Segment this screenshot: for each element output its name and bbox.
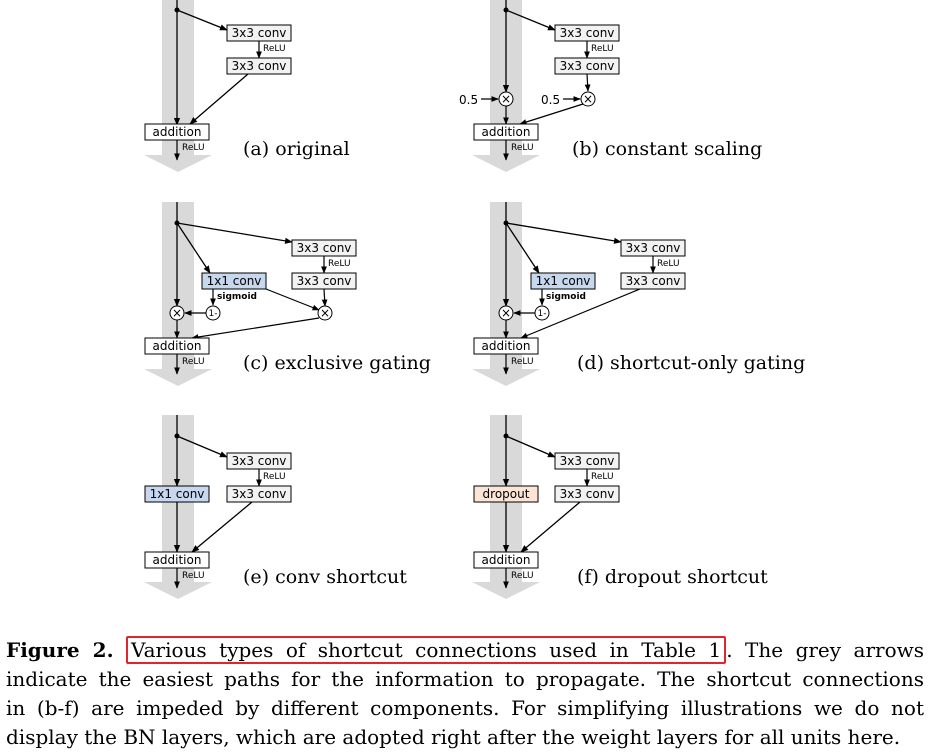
relu-label: ReLU <box>328 259 351 269</box>
conv3-label: 3x3 conv <box>626 274 681 288</box>
conv1-gate-box <box>530 272 596 290</box>
times-symbol: × <box>501 92 511 106</box>
figure-caption: Figure 2. Various types of shortcut conn… <box>6 636 924 752</box>
relu-label: ReLU <box>263 472 286 482</box>
relu-label: ReLU <box>591 44 614 54</box>
conv3-box-bottom <box>226 485 292 503</box>
addition-label: addition <box>482 553 531 567</box>
times-symbol: × <box>320 306 330 320</box>
relu-label: ReLU <box>591 472 614 482</box>
caption-line-2: indicate the easiest paths for the infor… <box>6 667 924 691</box>
figure-diagram: 3x3 conv ReLU 3x3 conv addition ReLU (a)… <box>144 0 805 599</box>
relu-label: ReLU <box>182 143 205 153</box>
relu-label: ReLU <box>511 571 534 581</box>
panel-label-f: (f) dropout shortcut <box>577 566 768 588</box>
one-minus-label: 1- <box>538 309 547 319</box>
relu-label: ReLU <box>182 357 205 367</box>
conv1-label: 1x1 conv <box>536 274 591 288</box>
relu-label: ReLU <box>511 143 534 153</box>
conv3-label: 3x3 conv <box>297 274 352 288</box>
conv3-label: 3x3 conv <box>560 454 615 468</box>
multiply-node <box>580 91 596 107</box>
addition-label: addition <box>482 339 531 353</box>
relu-label: ReLU <box>182 571 205 581</box>
dropout-label: dropout <box>483 487 530 501</box>
conv3-label: 3x3 conv <box>626 241 681 255</box>
addition-label: addition <box>153 553 202 567</box>
panel-a: 3x3 conv ReLU 3x3 conv addition ReLU (a)… <box>144 0 350 172</box>
addition-label: addition <box>482 125 531 139</box>
conv3-label: 3x3 conv <box>297 241 352 255</box>
scale-label: 0.5 <box>541 93 560 107</box>
caption-line-4: display the BN layers, which are adopted… <box>6 725 901 749</box>
conv3-label: 3x3 conv <box>560 59 615 73</box>
times-symbol: × <box>172 306 182 320</box>
conv3-box-bottom <box>554 485 620 503</box>
figure-label: Figure 2. <box>6 638 114 662</box>
caption-line-1: Figure 2. Various types of shortcut conn… <box>6 636 924 665</box>
panel-d: 3x3 conv ReLU 3x3 conv 1x1 conv sigmoid … <box>472 202 805 386</box>
conv3-label: 3x3 conv <box>232 454 287 468</box>
scale-label: 0.5 <box>459 93 478 107</box>
panel-label-c: (c) exclusive gating <box>243 352 431 374</box>
panel-label-b: (b) constant scaling <box>572 138 762 160</box>
conv3-box-bottom <box>226 57 292 75</box>
relu-label: ReLU <box>657 259 680 269</box>
times-symbol: × <box>583 92 593 106</box>
panel-c: 3x3 conv ReLU 3x3 conv 1x1 conv sigmoid … <box>144 202 431 386</box>
conv3-label: 3x3 conv <box>560 487 615 501</box>
panel-label-d: (d) shortcut-only gating <box>577 352 805 374</box>
panel-label-a: (a) original <box>243 138 350 160</box>
sigmoid-label: sigmoid <box>217 292 257 302</box>
sigmoid-label: sigmoid <box>546 292 586 302</box>
conv3-label: 3x3 conv <box>232 26 287 40</box>
panel-e: 3x3 conv ReLU 3x3 conv 1x1 conv addition… <box>144 415 407 599</box>
addition-label: addition <box>153 339 202 353</box>
panel-label-e: (e) conv shortcut <box>243 566 407 588</box>
conv1-label: 1x1 conv <box>150 487 205 501</box>
conv1-label: 1x1 conv <box>207 274 262 288</box>
addition-label: addition <box>153 125 202 139</box>
panel-f: 3x3 conv ReLU 3x3 conv dropout addition … <box>472 415 768 599</box>
conv1-gate-box <box>201 272 267 290</box>
grey-arrow <box>144 202 212 386</box>
conv3-label: 3x3 conv <box>232 487 287 501</box>
conv3-label: 3x3 conv <box>560 26 615 40</box>
caption-line-3: in (b-f) are impeded by different compon… <box>6 696 924 720</box>
highlighted-text: Various types of shortcut connections us… <box>126 636 727 664</box>
relu-label: ReLU <box>511 357 534 367</box>
grey-arrow <box>144 415 212 599</box>
panel-b: 3x3 conv ReLU 3x3 conv × × 0.5 0.5 addit… <box>459 0 762 172</box>
grey-arrow <box>144 0 212 172</box>
conv3-label: 3x3 conv <box>232 59 287 73</box>
times-symbol: × <box>501 306 511 320</box>
conv3-box-bottom <box>620 272 686 290</box>
relu-label: ReLU <box>263 44 286 54</box>
caption-text: . The grey arrows <box>726 638 925 662</box>
multiply-node <box>317 305 333 321</box>
one-minus-label: 1- <box>209 309 218 319</box>
